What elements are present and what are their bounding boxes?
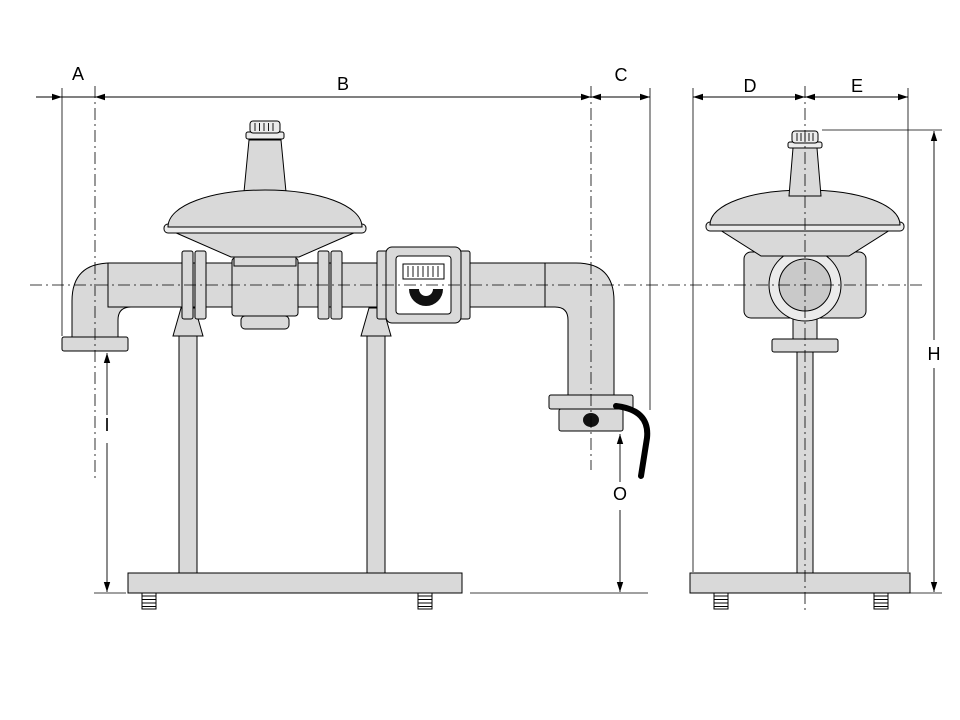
dim-label-i: I [104, 415, 109, 435]
dim-label-c: C [615, 65, 628, 85]
meter-counter [402, 263, 445, 280]
regulator-body [231, 257, 299, 317]
side-view [689, 130, 911, 610]
base-plate-side [689, 572, 911, 594]
dimensions: A B C D E H I O [36, 64, 942, 594]
diaphragm-dome [167, 189, 363, 228]
leveling-foot [141, 592, 157, 610]
pipe-support-right [360, 307, 392, 575]
meter-gauge [409, 289, 443, 306]
dim-label-e: E [851, 76, 863, 96]
regulator-bonnet [243, 139, 287, 193]
leveling-foot [417, 592, 433, 610]
pipe-support-left [172, 307, 204, 575]
regulator-front [163, 120, 367, 330]
dim-label-b: B [337, 74, 349, 94]
base-plate [127, 572, 463, 594]
outlet-valve [548, 394, 651, 479]
adjustment-cap [249, 120, 281, 134]
support-column [178, 335, 198, 575]
front-view [61, 120, 651, 610]
leveling-foot [713, 592, 729, 610]
regulator-bottom-cap [240, 315, 290, 330]
support-column [366, 335, 386, 575]
gas-meter [376, 246, 471, 324]
valve-handle [613, 403, 651, 479]
leveling-foot [873, 592, 889, 610]
outlet-elbow [544, 262, 615, 397]
dim-label-d: D [744, 76, 757, 96]
dim-label-a: A [72, 64, 84, 84]
dim-label-h: H [928, 344, 941, 364]
centerlines [30, 86, 922, 614]
dim-label-o: O [613, 484, 627, 504]
